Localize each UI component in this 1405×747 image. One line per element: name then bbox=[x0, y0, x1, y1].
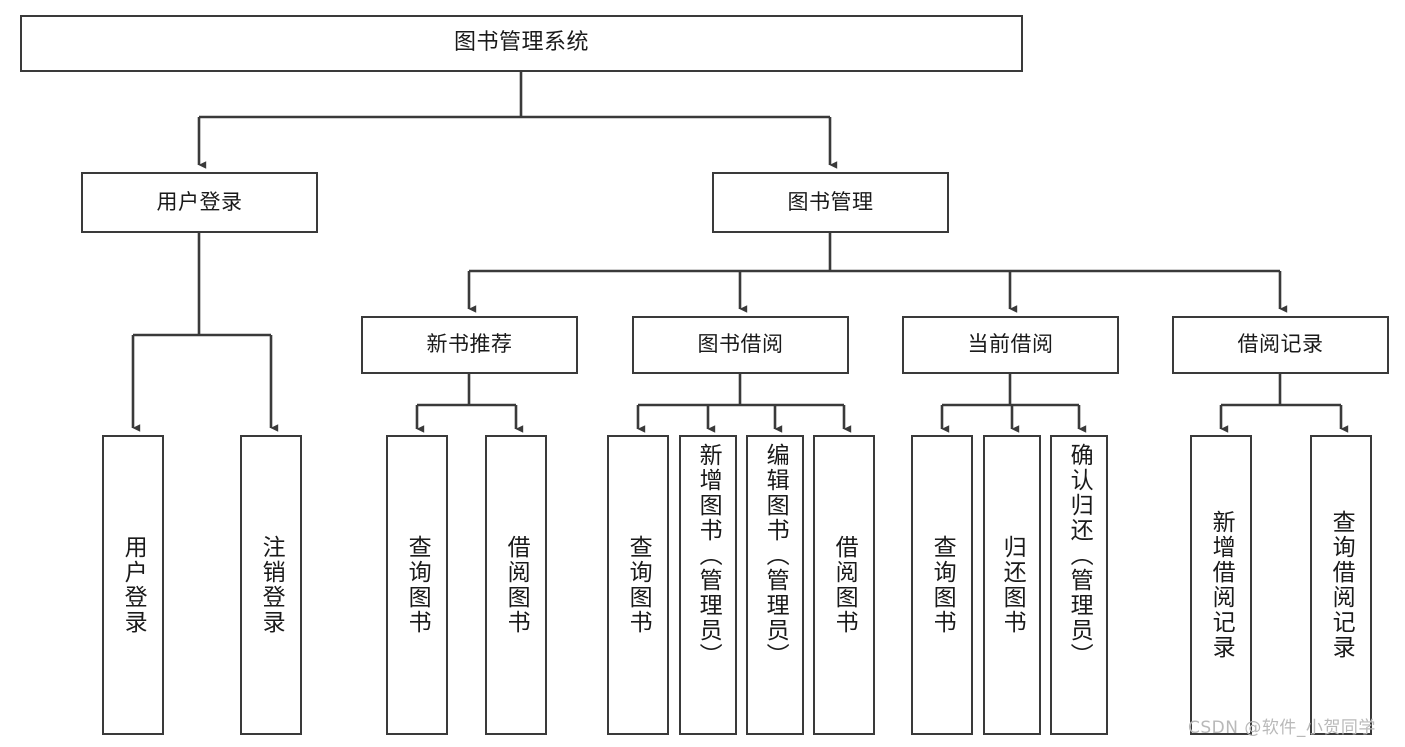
node-label: 新增借阅记录 bbox=[1208, 510, 1235, 660]
node-leaf-logout[interactable]: 注销登录 bbox=[240, 435, 302, 735]
wire-group-current-borrow bbox=[940, 374, 1087, 433]
wire-group-root bbox=[197, 72, 838, 169]
node-label: 查询图书 bbox=[625, 535, 652, 635]
node-label: 当前借阅 bbox=[967, 332, 1054, 357]
node-leaf-borrow-book[interactable]: 借阅图书 bbox=[813, 435, 875, 735]
node-leaf-add-borrow-record[interactable]: 新增借阅记录 bbox=[1190, 435, 1252, 735]
node-label: 归还图书 bbox=[999, 535, 1026, 635]
node-label: 查询图书 bbox=[404, 535, 431, 635]
node-label: 图书管理 bbox=[787, 189, 874, 214]
node-label: 借阅图书 bbox=[503, 535, 530, 635]
wire-group-book-borrow bbox=[636, 374, 852, 433]
node-book-manage[interactable]: 图书管理 bbox=[712, 172, 949, 233]
node-label: 确认归还（管理员） bbox=[1066, 443, 1093, 668]
node-leaf-query-borrow-record[interactable]: 查询借阅记录 bbox=[1310, 435, 1372, 735]
node-leaf-edit-book-admin[interactable]: 编辑图书（管理员） bbox=[746, 435, 804, 735]
node-label: 查询借阅记录 bbox=[1328, 510, 1355, 660]
node-leaf-user-login[interactable]: 用户登录 bbox=[102, 435, 164, 735]
node-leaf-add-book-admin[interactable]: 新增图书（管理员） bbox=[679, 435, 737, 735]
node-borrow-record[interactable]: 借阅记录 bbox=[1172, 316, 1389, 374]
node-label: 新书推荐 bbox=[426, 332, 513, 357]
node-label: 注销登录 bbox=[258, 535, 285, 635]
node-label: 编辑图书（管理员） bbox=[762, 443, 789, 668]
node-book-borrow[interactable]: 图书借阅 bbox=[632, 316, 849, 374]
node-label: 借阅图书 bbox=[831, 535, 858, 635]
node-leaf-rec-borrow-book[interactable]: 借阅图书 bbox=[485, 435, 547, 735]
node-leaf-return-book[interactable]: 归还图书 bbox=[983, 435, 1041, 735]
node-leaf-current-query-book[interactable]: 查询图书 bbox=[911, 435, 973, 735]
wire-group-new-book-rec bbox=[415, 374, 524, 433]
node-label: 图书借阅 bbox=[697, 332, 784, 357]
wire-group-borrow-record bbox=[1219, 374, 1349, 433]
node-label: 用户登录 bbox=[120, 535, 147, 635]
node-label: 借阅记录 bbox=[1237, 332, 1324, 357]
node-leaf-confirm-return-admin[interactable]: 确认归还（管理员） bbox=[1050, 435, 1108, 735]
node-root-system[interactable]: 图书管理系统 bbox=[20, 15, 1023, 72]
node-label: 新增图书（管理员） bbox=[695, 443, 722, 668]
csdn-watermark: CSDN @软件_小贺同学 bbox=[1188, 718, 1376, 738]
wire-group-user-login bbox=[131, 233, 279, 432]
node-leaf-borrow-query-book[interactable]: 查询图书 bbox=[607, 435, 669, 735]
node-user-login[interactable]: 用户登录 bbox=[81, 172, 318, 233]
node-label: 查询图书 bbox=[929, 535, 956, 635]
node-label: 图书管理系统 bbox=[453, 30, 589, 56]
wire-group-book-manage bbox=[467, 233, 1288, 313]
node-new-book-recommendation[interactable]: 新书推荐 bbox=[361, 316, 578, 374]
node-leaf-rec-query-book[interactable]: 查询图书 bbox=[386, 435, 448, 735]
node-current-borrow[interactable]: 当前借阅 bbox=[902, 316, 1119, 374]
node-label: 用户登录 bbox=[156, 189, 243, 214]
